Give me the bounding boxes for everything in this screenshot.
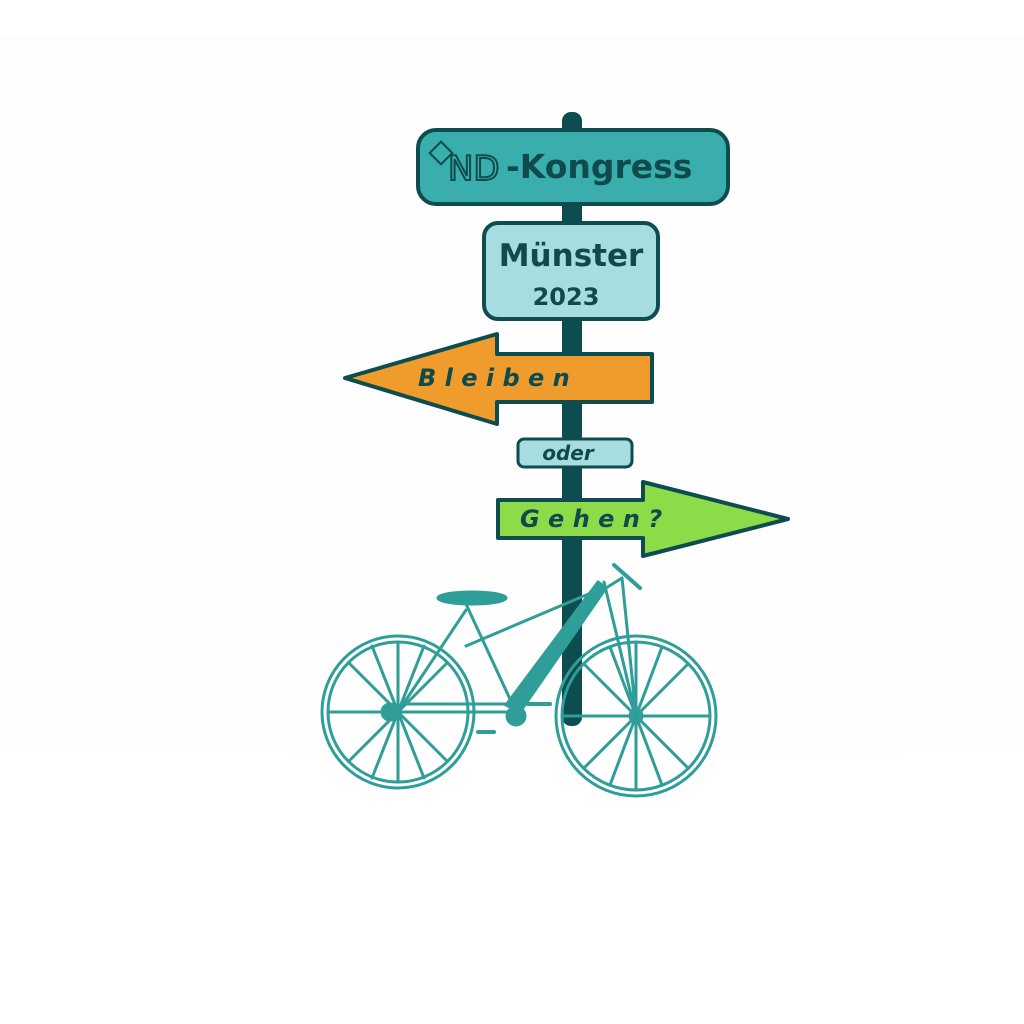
crank-hub <box>505 705 527 727</box>
city-year: 2023 <box>533 283 600 311</box>
bicycle-frame <box>396 563 642 734</box>
left-arrow-sign: B l e i b e n <box>343 332 654 426</box>
city-sign: Münster 2023 <box>482 221 660 321</box>
congress-logo-text: ND <box>448 149 500 189</box>
bicycle <box>320 563 718 798</box>
congress-sign: ND -Kongress <box>416 128 730 206</box>
right-arrow-text: G e h e n ? <box>520 505 662 533</box>
city-name: Münster <box>499 238 644 274</box>
middle-sign: oder <box>516 437 634 469</box>
middle-sign-text: oder <box>542 441 595 465</box>
front-hub <box>628 708 644 724</box>
rear-hub <box>380 702 400 722</box>
logo-hex-icon <box>428 140 454 166</box>
congress-title: -Kongress <box>506 147 692 186</box>
right-arrow-sign: G e h e n ? <box>496 480 790 558</box>
left-arrow-text: B l e i b e n <box>418 364 570 392</box>
bicycle-saddle <box>436 590 508 606</box>
congress-logo: ND <box>428 140 501 190</box>
